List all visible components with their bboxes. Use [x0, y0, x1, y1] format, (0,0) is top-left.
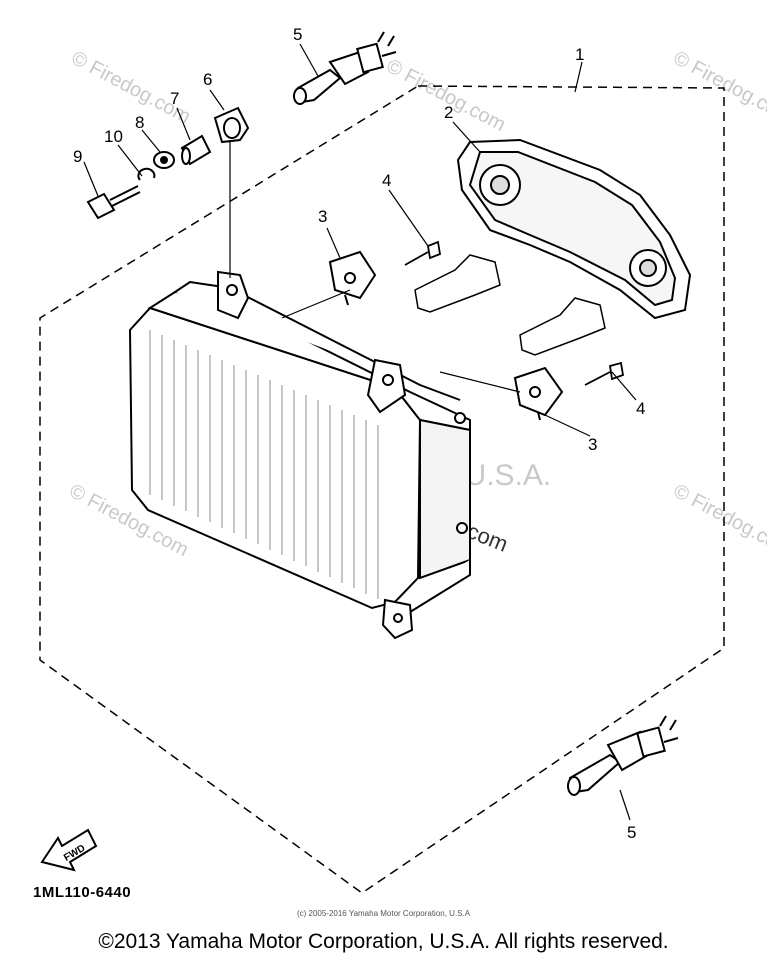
fwd-arrow-icon: FWD	[40, 828, 98, 872]
callout-5-bottom: 5	[627, 823, 636, 842]
copyright-notice: ©2013 Yamaha Motor Corporation, U.S.A. A…	[98, 930, 669, 953]
callout-2: 2	[444, 103, 453, 122]
screw-right	[584, 361, 625, 386]
leader-lines	[83, 43, 637, 821]
assembly-boundary	[39, 85, 725, 894]
callout-10: 10	[104, 127, 123, 146]
inner-bulbs	[414, 254, 606, 356]
small-copyright: (c) 2005-2016 Yamaha Motor Corporation, …	[296, 909, 471, 918]
callout-4-left: 4	[382, 171, 391, 190]
callout-9: 9	[73, 147, 82, 166]
callout-3-left: 3	[318, 207, 327, 226]
callout-5-top: 5	[293, 25, 302, 44]
callout-4-right: 4	[636, 399, 645, 418]
part-code: 1ML110-6440	[33, 884, 132, 901]
callout-7: 7	[170, 89, 179, 108]
bulb-top	[293, 31, 397, 105]
callout-8: 8	[135, 113, 144, 132]
callout-3-right: 3	[588, 435, 597, 454]
callout-1: 1	[575, 45, 584, 64]
callout-numbers: 1 2 3 3 4 4 5 5 6 7 8 9 10	[73, 25, 645, 842]
headlight-unit	[128, 270, 471, 640]
watermark-firedog-mr: © Firedog.com	[670, 480, 767, 561]
mount-hardware	[86, 106, 250, 220]
callout-6: 6	[203, 70, 212, 89]
adjuster-left	[328, 250, 377, 306]
screw-left	[404, 240, 442, 266]
headlight-bracket	[456, 138, 692, 320]
adjuster-right	[513, 366, 564, 421]
bulb-bottom	[567, 715, 679, 796]
watermark-firedog-tl: © Firedog.com	[68, 47, 194, 128]
